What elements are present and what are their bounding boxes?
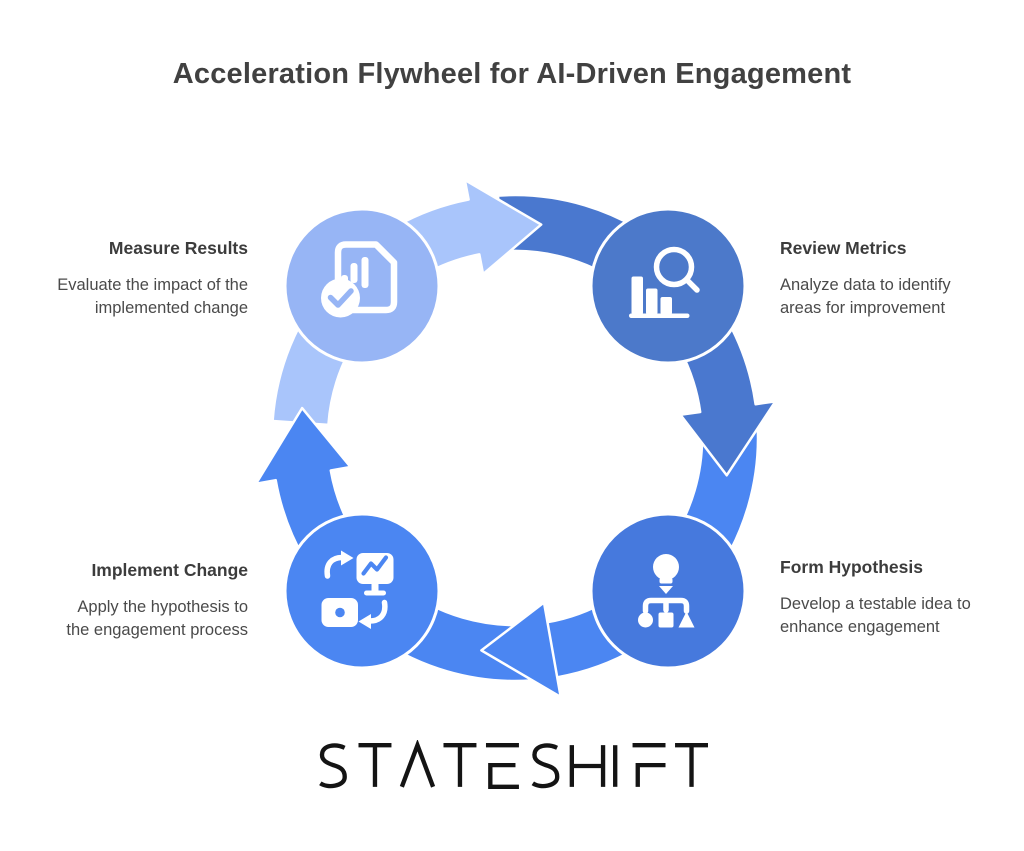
monitor-stand bbox=[371, 584, 379, 592]
node-title: Measure Results bbox=[108, 238, 248, 258]
node-circle-implement-change bbox=[283, 512, 441, 670]
description-line: implemented change bbox=[94, 299, 248, 317]
swap-arrow-top-head bbox=[341, 550, 354, 566]
bulb-pointer bbox=[659, 586, 673, 594]
swap-arrow-bottom bbox=[367, 599, 388, 624]
node-description: Develop a testable idea to enhance engag… bbox=[780, 593, 1015, 639]
chart-bar-short bbox=[660, 297, 672, 315]
magnifier-handle bbox=[683, 276, 700, 293]
doc-bar-small bbox=[350, 263, 358, 283]
ring-segment-left bbox=[254, 406, 534, 683]
report-check-icon bbox=[321, 241, 398, 318]
ring-arrowhead-bottom bbox=[480, 601, 562, 699]
node-description: Evaluate the impact of the implemented c… bbox=[0, 274, 248, 320]
monitor-base bbox=[364, 590, 386, 596]
check-icon bbox=[327, 288, 354, 308]
bulb bbox=[653, 554, 679, 580]
node-label-review-metrics: Review Metrics Analyze data to identify … bbox=[780, 238, 1010, 320]
idea-flowchart-icon bbox=[638, 554, 695, 628]
bulb-base bbox=[659, 578, 673, 584]
check-badge bbox=[321, 278, 360, 318]
swap-arrow-top bbox=[324, 554, 345, 579]
flow-connector bbox=[642, 597, 690, 614]
page-title: Acceleration Flywheel for AI-Driven Enga… bbox=[172, 58, 852, 90]
node-title: Review Metrics bbox=[780, 238, 907, 258]
chart-baseline bbox=[629, 313, 690, 318]
chart-bar-mid bbox=[646, 288, 658, 315]
description-line: Evaluate the impact of the bbox=[57, 276, 248, 294]
description-line: the engagement process bbox=[66, 621, 248, 639]
stateshift-logo bbox=[319, 740, 708, 789]
flow-circle bbox=[638, 612, 653, 628]
node-title: Form Hypothesis bbox=[780, 557, 923, 577]
magnifier-glass bbox=[653, 246, 695, 288]
flow-triangle bbox=[678, 611, 695, 628]
doc-bar-tall bbox=[361, 257, 369, 288]
device-lens-dot bbox=[335, 607, 345, 618]
monitor-trend-line bbox=[361, 555, 389, 576]
description-line: Analyze data to identify bbox=[780, 276, 951, 294]
description-line: Develop a testable idea to bbox=[780, 595, 971, 613]
node-label-implement-change: Implement Change Apply the hypothesis to… bbox=[0, 560, 248, 642]
logo-letterforms bbox=[319, 740, 708, 789]
description-line: areas for improvement bbox=[780, 299, 946, 317]
node-title: Implement Change bbox=[91, 560, 248, 580]
chart-magnifier-icon bbox=[629, 246, 700, 318]
swap-arrow-bottom-head bbox=[358, 614, 371, 629]
node-description: Analyze data to identify areas for impro… bbox=[780, 274, 1010, 320]
node-label-measure-results: Measure Results Evaluate the impact of t… bbox=[0, 238, 248, 320]
swap-process-icon bbox=[321, 550, 394, 629]
description-line: enhance engagement bbox=[780, 618, 940, 636]
chart-bar-tall bbox=[631, 276, 643, 315]
flow-square bbox=[658, 612, 674, 628]
description-line: Apply the hypothesis to bbox=[77, 598, 248, 616]
node-description: Apply the hypothesis to the engagement p… bbox=[0, 596, 248, 642]
node-label-form-hypothesis: Form Hypothesis Develop a testable idea … bbox=[780, 557, 1015, 639]
